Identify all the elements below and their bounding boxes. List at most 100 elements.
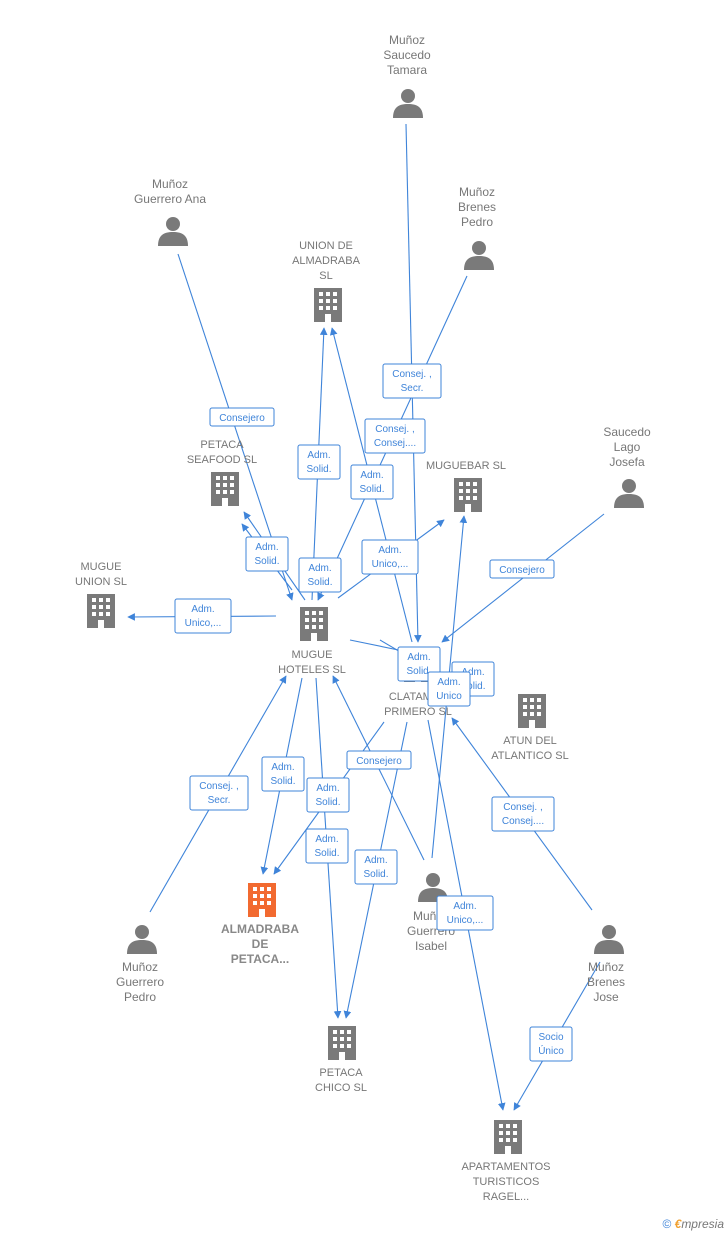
edge-label-adm-solid[interactable]: Adm. Solid. (350, 464, 394, 500)
edge-label-text: Adm. (453, 901, 476, 912)
edge-labels: Consejero Consej. , Secr. Consej. , Cons… (174, 363, 573, 1062)
footer-credit: © €mpresia (662, 1217, 724, 1231)
company-almadraba-de-petaca[interactable]: ALMADRABA DE PETACA... (221, 883, 299, 966)
edge-label-adm-unico[interactable]: Adm. Unico,... (436, 895, 494, 931)
edge-label-consej-consej[interactable]: Consej. , Consej.... (364, 418, 426, 454)
edge-label-consej-consej[interactable]: Consej. , Consej.... (491, 796, 555, 832)
edge-label-text: Adm. (316, 783, 339, 794)
company-mugue-union[interactable]: MUGUE UNION SL (75, 561, 127, 628)
edge-label-consejero[interactable]: Consejero (489, 559, 555, 579)
edge-label-text: Consej. , (199, 781, 238, 792)
edge-label-text: Secr. (401, 383, 424, 394)
node-label-line: Jose (593, 990, 619, 1004)
edge-label-text: Unico,... (447, 915, 484, 926)
edge-label-text: Adm. (378, 545, 401, 556)
node-label-line: APARTAMENTOS (461, 1161, 550, 1173)
person-icon (464, 241, 494, 270)
edge-label-consej-secr[interactable]: Consej. , Secr. (189, 775, 249, 811)
edge-label-text: Adm. (307, 450, 330, 461)
company-petaca-chico[interactable]: PETACA CHICO SL (315, 1026, 367, 1094)
node-label-line: Lago (614, 440, 641, 454)
edge-label-text: Adm. (315, 834, 338, 845)
person-icon (127, 925, 157, 954)
node-label-line: Saucedo (603, 425, 651, 439)
person-icon (393, 89, 423, 118)
edge-label-text: Adm. (308, 563, 331, 574)
node-label-line: Tamara (387, 63, 427, 77)
node-label-line: PETACA (200, 439, 244, 451)
building-icon (328, 1026, 356, 1060)
edge-label-adm-solid[interactable]: Adm. Solid. (305, 828, 349, 864)
building-icon (494, 1120, 522, 1154)
edge-label-adm-solid[interactable]: Adm. Solid. (245, 536, 289, 572)
node-label-line: TURISTICOS (473, 1176, 540, 1188)
edge-label-text: Solid. (406, 666, 431, 677)
edge-label-adm-solid[interactable]: Adm. Solid. (298, 557, 342, 593)
edge-label-text: Solid. (460, 681, 485, 692)
edge-label-adm-unico[interactable]: Adm. Unico,... (361, 539, 419, 575)
edge-label-consej-secr[interactable]: Consej. , Secr. (382, 363, 442, 399)
company-atun-del-atlantico[interactable]: ATUN DEL ATLANTICO SL (491, 694, 569, 762)
node-label-line: Saucedo (383, 48, 431, 62)
node-label-line: Pedro (461, 215, 493, 229)
edge-label-adm-solid[interactable]: Adm. Solid. (261, 756, 305, 792)
edge-label-text: Unico,... (372, 559, 409, 570)
company-union-de-almadraba[interactable]: UNION DE ALMADRABA SL (292, 240, 361, 322)
company-muguebar[interactable]: MUGUEBAR SL (426, 460, 506, 512)
edge-label-adm-unico[interactable]: Adm. Unico,... (174, 598, 232, 634)
company-mugue-hoteles[interactable]: MUGUE HOTELES SL (278, 607, 346, 676)
edge-label-text: Unico (436, 691, 462, 702)
edge-label-text: Solid. (270, 776, 295, 787)
edge-label-adm-solid[interactable]: Adm. Solid. (306, 777, 350, 813)
node-label-line: ATLANTICO SL (491, 750, 568, 762)
edge-label-text: Adm. (364, 855, 387, 866)
person-munoz-guerrero-ana[interactable]: Muñoz Guerrero Ana (134, 177, 206, 246)
edge-label-socio-unico[interactable]: Socio Único (529, 1026, 573, 1062)
copyright-symbol: © (662, 1217, 672, 1231)
edge-label-consejero[interactable]: Consejero (346, 750, 412, 770)
company-petaca-seafood[interactable]: PETACA SEAFOOD SL (187, 439, 257, 506)
node-label-line: Pedro (124, 990, 156, 1004)
edge-label-text: Consejero (499, 565, 545, 576)
edge-label-text: Único (538, 1044, 564, 1057)
node-label-line: PETACA... (231, 952, 289, 966)
person-munoz-guerrero-pedro[interactable]: Muñoz Guerrero Pedro (116, 925, 164, 1004)
company-apartamentos-turisticos-ragel[interactable]: APARTAMENTOS TURISTICOS RAGEL... (461, 1120, 551, 1203)
brand-logo: €mpresia (675, 1217, 724, 1231)
edge-label-text: Solid. (363, 869, 388, 880)
edge-label-adm-solid[interactable]: Adm. Solid. (297, 444, 341, 480)
person-saucedo-lago-josefa[interactable]: Saucedo Lago Josefa (603, 425, 651, 508)
edge-label-adm-solid[interactable]: Adm. Solid. (354, 849, 398, 885)
edge-label-text: Adm. (255, 542, 278, 553)
person-icon (158, 217, 188, 246)
node-label-line: ALMADRABA (292, 255, 361, 267)
person-munoz-brenes-jose[interactable]: Muñoz Brenes Jose (587, 925, 625, 1004)
node-label-line: HOTELES SL (278, 664, 346, 676)
edge-label-text: Solid. (359, 484, 384, 495)
edge-label-text: Adm. (407, 652, 430, 663)
node-label-line: MUGUEBAR SL (426, 460, 506, 472)
node-label-line: MUGUE (292, 649, 333, 661)
edge-label-adm-unico[interactable]: Adm. Unico (427, 671, 471, 707)
building-icon (300, 607, 328, 641)
node-label-line: Guerrero (116, 975, 164, 989)
brand-logo-text: mpresia (681, 1217, 724, 1231)
node-label-line: Isabel (415, 939, 447, 953)
edge-label-text: Consej. , (375, 424, 414, 435)
node-label-line: Brenes (458, 200, 496, 214)
edge-label-text: Consej.... (502, 816, 544, 827)
node-label-line: Josefa (609, 455, 645, 469)
node-label-line: ALMADRABA (221, 922, 299, 936)
node-label-line: UNION SL (75, 576, 127, 588)
edge-label-text: Adm. (437, 677, 460, 688)
person-munoz-brenes-pedro[interactable]: Muñoz Brenes Pedro (458, 185, 496, 270)
edge-label-text: Solid. (254, 556, 279, 567)
person-icon (594, 925, 624, 954)
node-label-line: PRIMERO SL (384, 706, 452, 718)
edge-label-text: Solid. (314, 848, 339, 859)
edge-label-text: Adm. (461, 667, 484, 678)
node-label-line: DE (252, 937, 269, 951)
edge-label-consejero[interactable]: Consejero (209, 407, 275, 427)
person-munoz-saucedo-tamara[interactable]: Muñoz Saucedo Tamara (383, 33, 431, 118)
